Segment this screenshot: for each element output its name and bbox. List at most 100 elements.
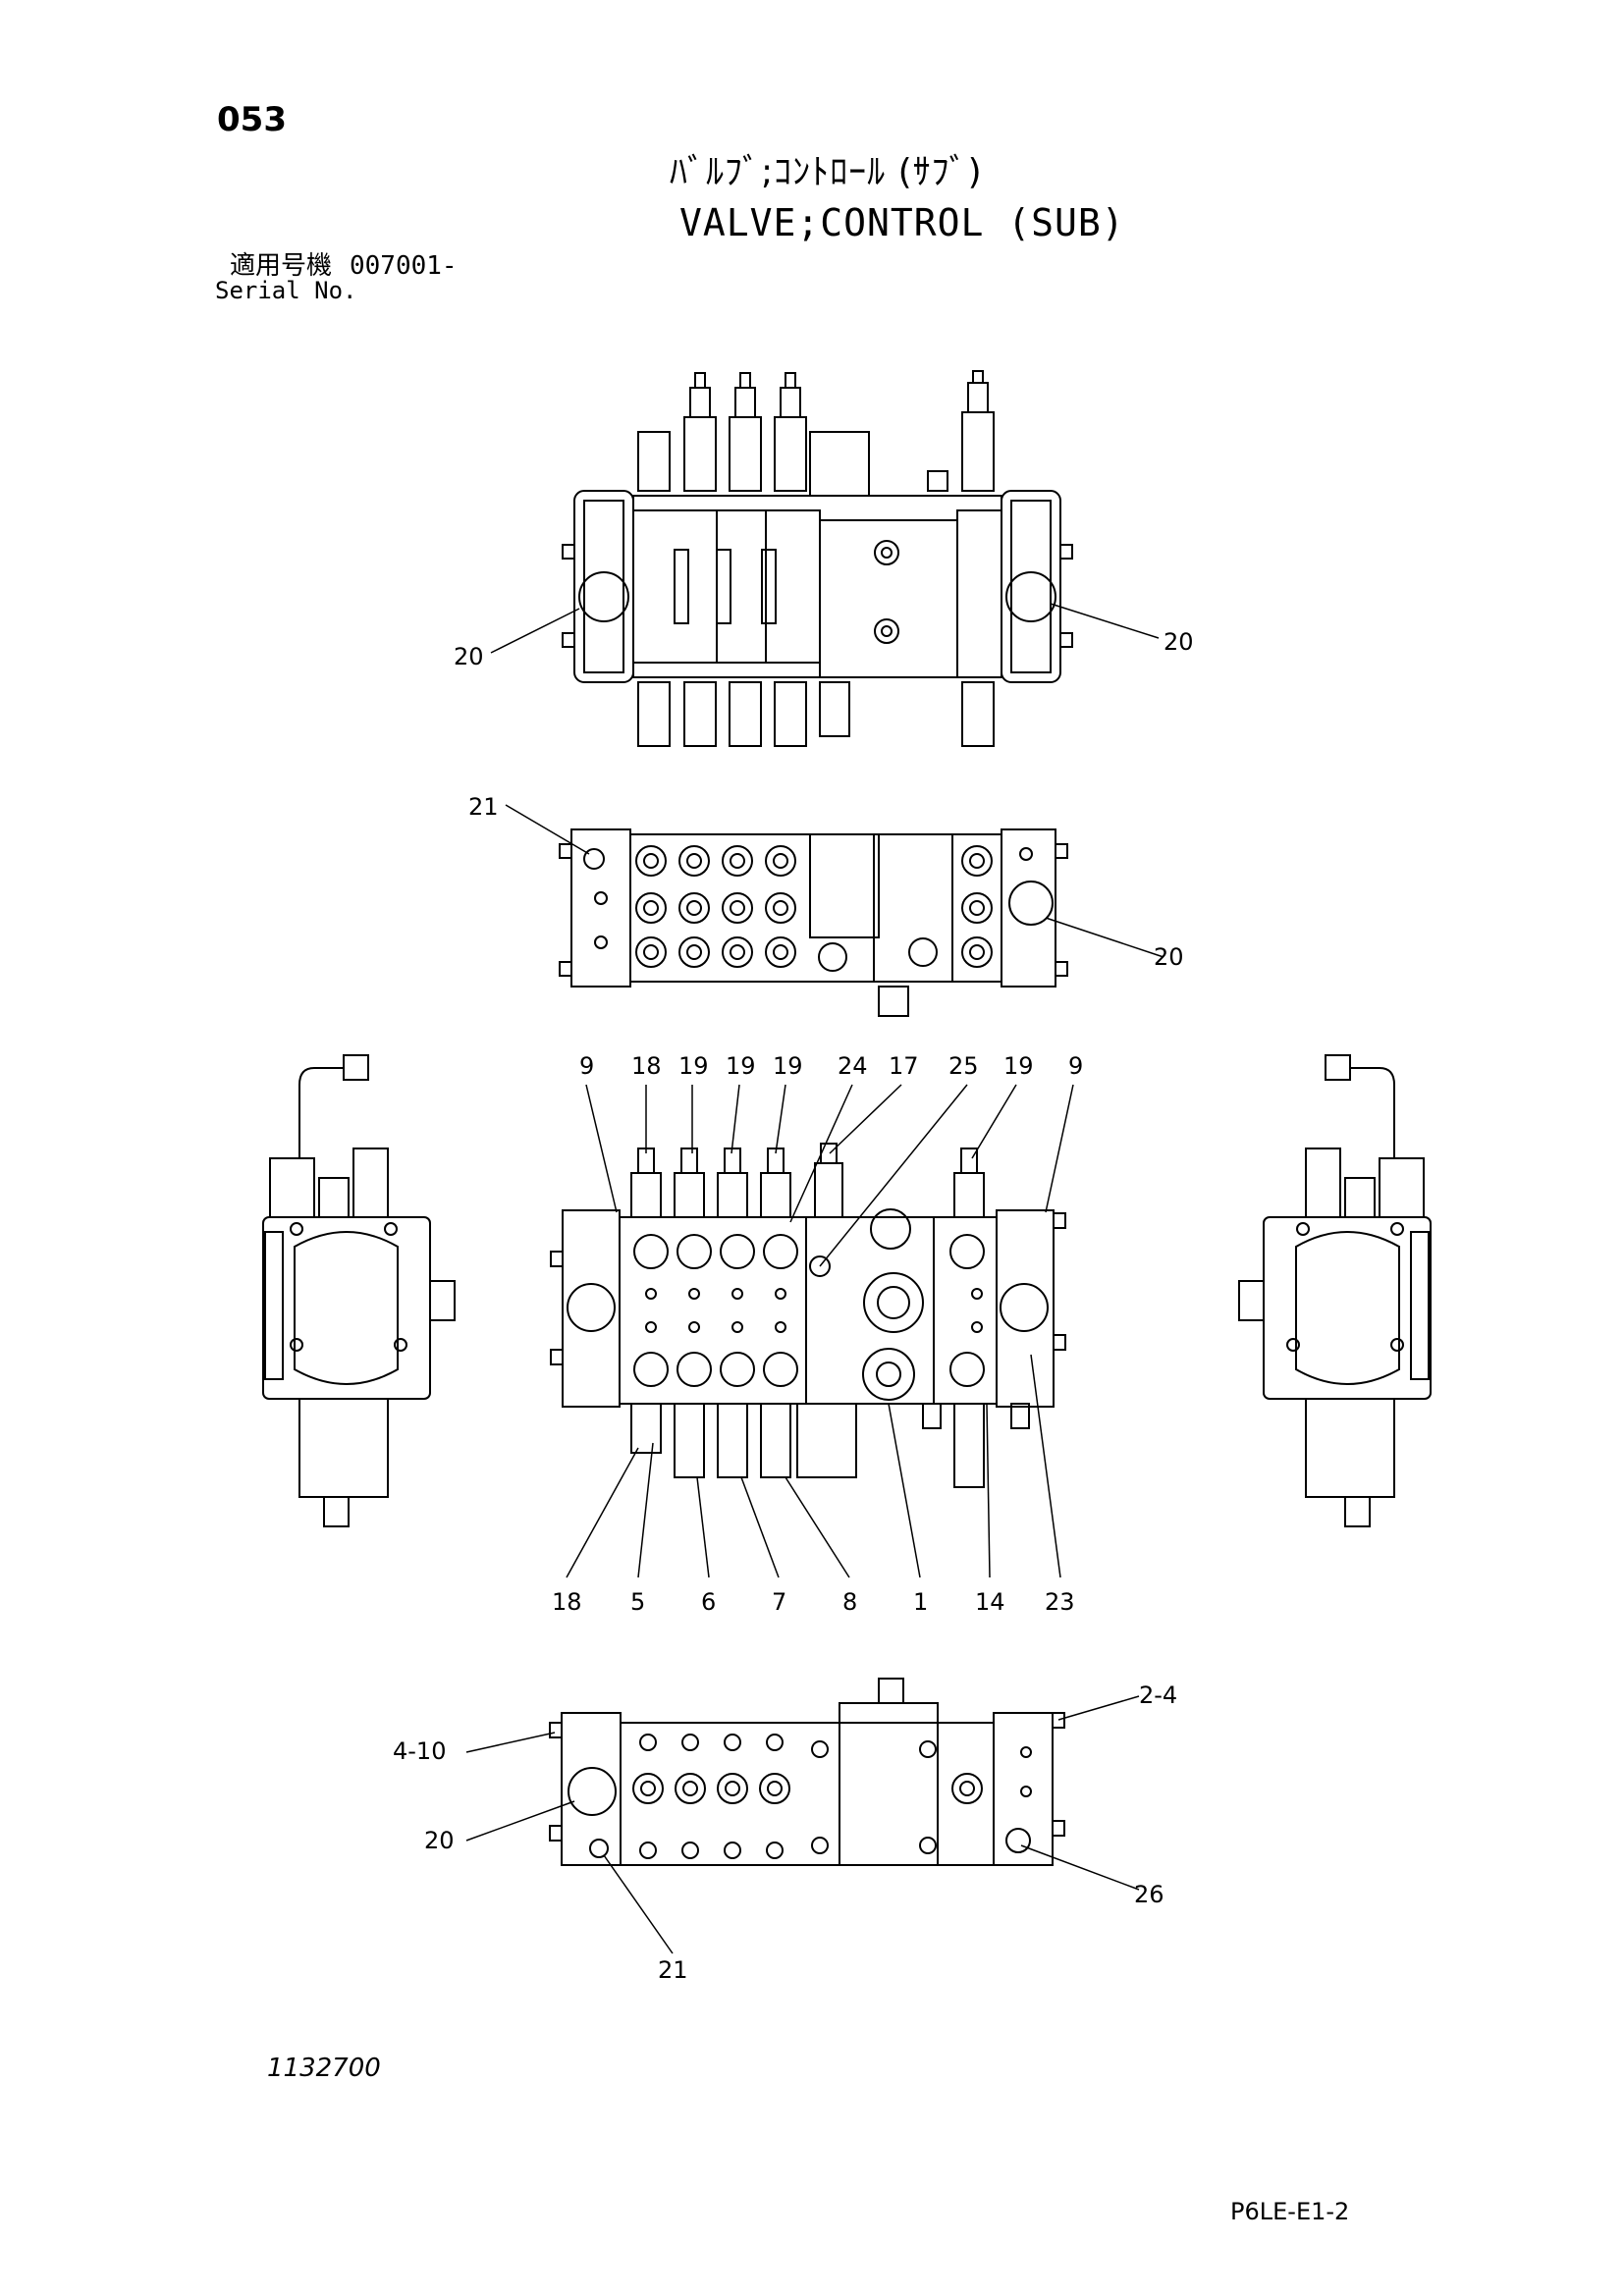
callout-front-top-9: 19 [1003, 1052, 1034, 1080]
port-inner-circle [682, 1781, 698, 1796]
port-circle [763, 1234, 798, 1269]
callout-front-top-7: 17 [889, 1052, 919, 1080]
port-inner-circle [969, 944, 985, 960]
port-circle [677, 1234, 712, 1269]
callout-front-top-3: 19 [678, 1052, 709, 1080]
port-circle [724, 1734, 741, 1751]
port-circle [678, 892, 710, 924]
callout-front-top-5: 19 [773, 1052, 803, 1080]
port-circle [765, 845, 796, 877]
port-inner-circle [959, 1781, 975, 1796]
valve-bottom-view [465, 1678, 1140, 1954]
port-circle [961, 892, 993, 924]
port-inner-circle [643, 900, 659, 916]
port-circle [633, 1352, 669, 1387]
port-circle [949, 1234, 985, 1269]
port-circle [775, 1288, 786, 1300]
port-inner-circle [773, 853, 788, 869]
port-circle [635, 936, 667, 968]
serial-label-english: Serial No. [215, 277, 357, 304]
port-circle [766, 1842, 784, 1859]
port-circle [765, 936, 796, 968]
port-inner-circle [773, 900, 788, 916]
port-circle [675, 1773, 706, 1804]
port-circle [688, 1288, 700, 1300]
port-circle [720, 1234, 755, 1269]
callout-bottom-2-4: 2-4 [1139, 1682, 1177, 1709]
callout-bottom-26: 26 [1134, 1881, 1164, 1908]
port-circle [951, 1773, 983, 1804]
port-circle [766, 1734, 784, 1751]
callout-bottom-4-10: 4-10 [393, 1737, 446, 1765]
port-circle [949, 1352, 985, 1387]
callout-top-right: 20 [1164, 628, 1194, 656]
port-inner-circle [725, 1781, 740, 1796]
port-circle [639, 1734, 657, 1751]
port-inner-circle [686, 900, 702, 916]
port-circle [961, 936, 993, 968]
port-circle [633, 1234, 669, 1269]
port-circle [722, 892, 753, 924]
callout-front-bottom-4: 7 [772, 1588, 786, 1616]
callout-front-bottom-3: 6 [701, 1588, 716, 1616]
callout-side-20: 20 [1154, 943, 1184, 971]
title-japanese: ﾊﾞﾙﾌﾞ;ｺﾝﾄﾛｰﾙ (ｻﾌﾞ) [670, 152, 983, 192]
callout-side-21: 21 [468, 793, 499, 821]
port-circle [681, 1734, 699, 1751]
port-circle [722, 845, 753, 877]
port-inner-circle [686, 853, 702, 869]
figure-number: 1132700 [267, 2054, 381, 2083]
port-circle [775, 1321, 786, 1333]
port-circle [961, 845, 993, 877]
port-inner-circle [730, 900, 745, 916]
callout-top-left: 20 [454, 643, 484, 670]
port-inner-circle [643, 853, 659, 869]
title-english: VALVE;CONTROL (SUB) [679, 201, 1125, 244]
port-inner-circle [969, 900, 985, 916]
callout-bottom-21: 21 [658, 1956, 688, 1984]
port-inner-circle [686, 944, 702, 960]
callout-bottom-20: 20 [424, 1827, 455, 1854]
port-circle [717, 1773, 748, 1804]
valve-side-view-upper [505, 804, 1164, 1017]
valve-left-end-view [262, 1054, 456, 1527]
port-circle [765, 892, 796, 924]
callout-front-top-1: 9 [579, 1052, 594, 1080]
port-circle [919, 1837, 937, 1854]
callout-front-bottom-5: 8 [842, 1588, 857, 1616]
port-inner-circle [730, 853, 745, 869]
port-circle [639, 1842, 657, 1859]
port-inner-circle [969, 853, 985, 869]
port-circle [632, 1773, 664, 1804]
port-inner-circle [643, 944, 659, 960]
port-inner-circle [640, 1781, 656, 1796]
callout-labels: 20 20 21 20 9 18 19 19 19 24 17 25 19 9 … [393, 628, 1194, 1984]
callout-front-top-6: 24 [838, 1052, 868, 1080]
port-circle [971, 1288, 983, 1300]
callout-front-top-10: 9 [1068, 1052, 1083, 1080]
port-circle [645, 1288, 657, 1300]
port-circle [678, 845, 710, 877]
valve-front-view [550, 1084, 1074, 1578]
page-number: 053 [217, 100, 287, 139]
port-circle [681, 1842, 699, 1859]
serial-number-value: 007001- [350, 251, 458, 281]
port-circle [811, 1837, 829, 1854]
port-circle [731, 1321, 743, 1333]
port-circle [763, 1352, 798, 1387]
port-circle [722, 936, 753, 968]
callout-front-top-2: 18 [631, 1052, 662, 1080]
valve-top-view [490, 370, 1160, 747]
callout-front-top-8: 25 [948, 1052, 979, 1080]
port-circle [635, 892, 667, 924]
port-inner-circle [730, 944, 745, 960]
callout-front-top-4: 19 [726, 1052, 756, 1080]
port-circle [919, 1740, 937, 1758]
serial-label-japanese: 適用号機 [230, 251, 333, 281]
port-circle [724, 1842, 741, 1859]
port-circle [678, 936, 710, 968]
callout-front-bottom-2: 5 [630, 1588, 645, 1616]
callout-front-bottom-6: 1 [913, 1588, 928, 1616]
document-code: P6LE-E1-2 [1230, 2198, 1350, 2225]
